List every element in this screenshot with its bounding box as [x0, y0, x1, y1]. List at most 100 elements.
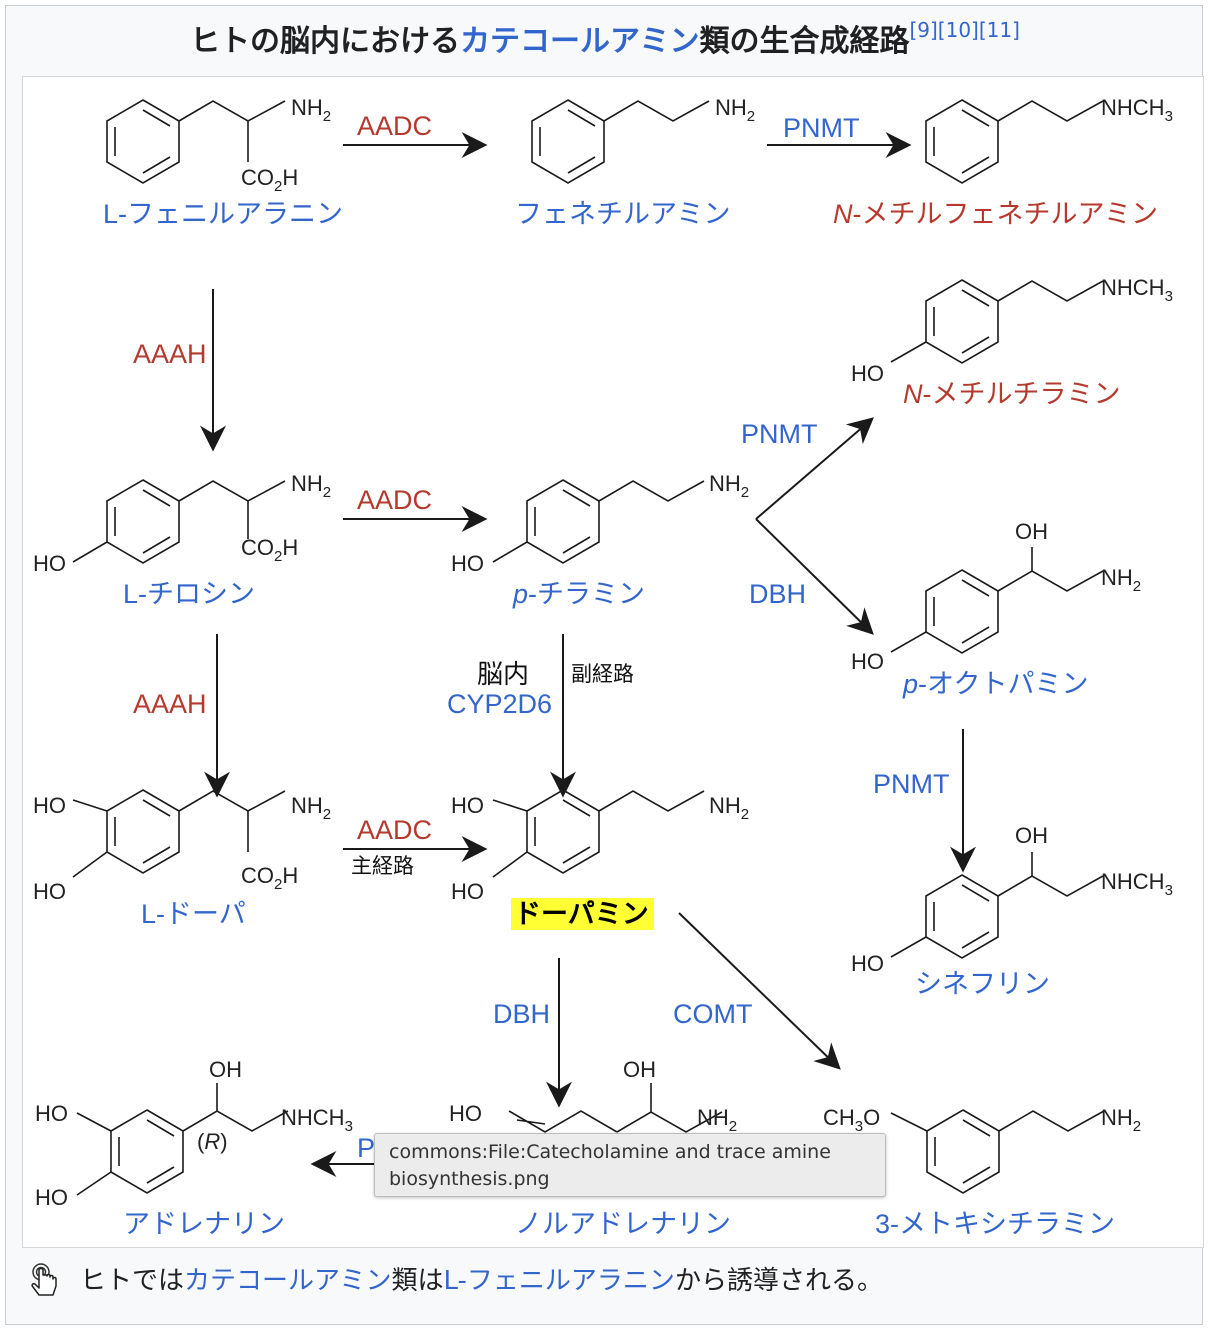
compound-synephrine[interactable]: シネフリン: [915, 969, 1050, 999]
label-ho: HO: [33, 793, 66, 818]
caption-link-phenylalanine[interactable]: L-フェニルアラニン: [443, 1266, 675, 1296]
figure-caption: ヒトではカテコールアミン類はL-フェニルアラニンから誘導される。: [28, 1258, 1198, 1302]
enzyme-dbh[interactable]: DBH: [493, 999, 550, 1029]
enzyme-pnmt[interactable]: PNMT: [783, 113, 860, 143]
label-ho: HO: [851, 361, 884, 386]
label-ho: HO: [451, 551, 484, 576]
label-co2h: CO2H: [241, 535, 298, 565]
title-link-catecholamine[interactable]: カテコールアミン: [460, 24, 700, 59]
compound-methoxytyramine[interactable]: 3-メトキシチラミン: [875, 1209, 1115, 1239]
label-ho: HO: [851, 951, 884, 976]
label-nh2: NH2: [1101, 1105, 1141, 1135]
molecule-tyrosine: [72, 479, 286, 564]
enzyme-comt[interactable]: COMT: [673, 999, 752, 1029]
caption-text-part: 類は: [391, 1266, 444, 1296]
pathway-svg: NH2 CO2H NH2 NHCH3 NHCH3 HO NH2 CO2H HO …: [33, 95, 1173, 1239]
compound-labels: L-フェニルアラニン フェネチルアミン N-メチルフェネチルアミン N-メチルチ…: [103, 199, 1158, 1239]
label-nh2: NH2: [291, 471, 331, 501]
label-co2h: CO2H: [241, 165, 298, 195]
caption-text: ヒトではカテコールアミン類はL-フェニルアラニンから誘導される。: [80, 1260, 883, 1297]
molecule-n-methylphenethylamine: [925, 99, 1104, 184]
enzyme-aaah[interactable]: AAAH: [133, 339, 207, 369]
label-nh2: NH2: [1101, 565, 1141, 595]
compound-dopamine: ドーパミン: [514, 899, 649, 929]
molecule-synephrine: [890, 852, 1104, 959]
title-text: ヒトの脳内における: [190, 24, 461, 59]
label-oh: OH: [209, 1057, 242, 1082]
molecule-dopamine: [492, 789, 705, 878]
enzyme-aadc[interactable]: AADC: [357, 815, 432, 845]
molecule-noradrenaline: [508, 1083, 723, 1133]
compound-octopamine[interactable]: p-オクトパミン: [902, 669, 1088, 699]
label-oh: OH: [1015, 519, 1048, 544]
label-ho: HO: [451, 879, 484, 904]
molecule-tyramine: [492, 479, 705, 564]
label-nh2: NH2: [709, 793, 749, 823]
label-nh2: NH2: [291, 793, 331, 823]
compound-phenethylamine[interactable]: フェネチルアミン: [515, 199, 730, 229]
molecule-phenethylamine: [531, 99, 710, 184]
arrow-tyramine-to-octopamine: [755, 518, 874, 635]
file-tooltip: commons:File:Catecholamine and trace ami…: [374, 1133, 886, 1197]
molecule-methoxytyramine: [890, 1109, 1105, 1194]
compound-n-methyltyramine[interactable]: N-メチルチラミン: [903, 379, 1121, 409]
pathway-diagram[interactable]: NH2 CO2H NH2 NHCH3 NHCH3 HO NH2 CO2H HO …: [22, 76, 1204, 1248]
enzyme-dbh[interactable]: DBH: [749, 579, 806, 609]
label-co2h: CO2H: [241, 863, 298, 893]
enzyme-pnmt[interactable]: PNMT: [741, 419, 818, 449]
figure-title: ヒトの脳内におけるカテコールアミン類の生合成経路[9][10][11]: [6, 16, 1204, 60]
tooltip-line-2: biosynthesis.png: [389, 1168, 550, 1190]
label-ho: HO: [35, 1101, 68, 1126]
enzyme-aadc[interactable]: AADC: [357, 485, 432, 515]
title-references[interactable]: [9][10][11]: [909, 18, 1020, 42]
figure-frame: ヒトの脳内におけるカテコールアミン類の生合成経路[9][10][11]: [5, 5, 1204, 1325]
label-nh2: NH2: [709, 471, 749, 501]
title-text-suffix: 類の生合成経路: [699, 24, 910, 59]
enzyme-cyp2d6[interactable]: CYP2D6: [447, 689, 552, 719]
note-main-route: 主経路: [351, 855, 414, 878]
label-ho: HO: [449, 1101, 482, 1126]
dopamine-highlight: [511, 898, 654, 930]
molecule-bonds: [72, 99, 1105, 1196]
compound-n-methylphenethylamine[interactable]: N-メチルフェネチルアミン: [833, 199, 1158, 229]
label-nh2: NH2: [697, 1105, 737, 1135]
label-ho: HO: [33, 551, 66, 576]
molecule-adrenaline: [76, 1083, 289, 1196]
compound-adrenaline[interactable]: アドレナリン: [123, 1209, 285, 1239]
molecule-phenylalanine: [106, 99, 286, 184]
compound-phenylalanine[interactable]: L-フェニルアラニン: [103, 199, 343, 229]
compound-tyrosine[interactable]: L-チロシン: [123, 579, 255, 609]
label-nhch3: NHCH3: [1101, 275, 1173, 305]
molecule-ldopa: [72, 789, 286, 878]
label-ch3o: CH3O: [823, 1105, 880, 1135]
caption-text-part: から誘導される。: [674, 1266, 883, 1296]
enzyme-pnmt[interactable]: PNMT: [873, 769, 950, 799]
label-oh: OH: [623, 1057, 656, 1082]
tap-finger-icon[interactable]: [28, 1262, 62, 1300]
label-nhch3: NHCH3: [281, 1105, 353, 1135]
label-ho: HO: [851, 649, 884, 674]
enzyme-aadc[interactable]: AADC: [357, 111, 432, 141]
caption-text-part: ヒトでは: [80, 1266, 185, 1296]
label-nh2: NH2: [291, 95, 331, 125]
label-nhch3: NHCH3: [1101, 869, 1173, 899]
label-ho: HO: [451, 793, 484, 818]
label-ho: HO: [35, 1185, 68, 1210]
label-ho: HO: [33, 879, 66, 904]
compound-tyramine[interactable]: p-チラミン: [512, 579, 645, 609]
label-nh2: NH2: [715, 95, 755, 125]
molecule-n-methyltyramine: [890, 279, 1104, 364]
tooltip-line-1: commons:File:Catecholamine and trace ami…: [389, 1141, 831, 1163]
label-r-config: (R): [197, 1129, 228, 1154]
enzyme-aaah[interactable]: AAAH: [133, 689, 207, 719]
label-nhch3: NHCH3: [1101, 95, 1173, 125]
label-oh: OH: [1015, 823, 1048, 848]
compound-ldopa[interactable]: L-ドーパ: [141, 899, 246, 929]
arrow-tyramine-to-nmt: [755, 417, 874, 520]
route-notes: 脳内 副経路 主経路: [351, 659, 634, 878]
compound-noradrenaline[interactable]: ノルアドレナリン: [515, 1209, 731, 1239]
caption-link-catecholamine[interactable]: カテコールアミン: [184, 1266, 392, 1296]
group-labels: NH2 CO2H NH2 NHCH3 NHCH3 HO NH2 CO2H HO …: [33, 95, 1173, 1210]
arrow-dopamine-to-methoxytyramine: [678, 912, 841, 1070]
molecule-octopamine: [890, 547, 1104, 654]
